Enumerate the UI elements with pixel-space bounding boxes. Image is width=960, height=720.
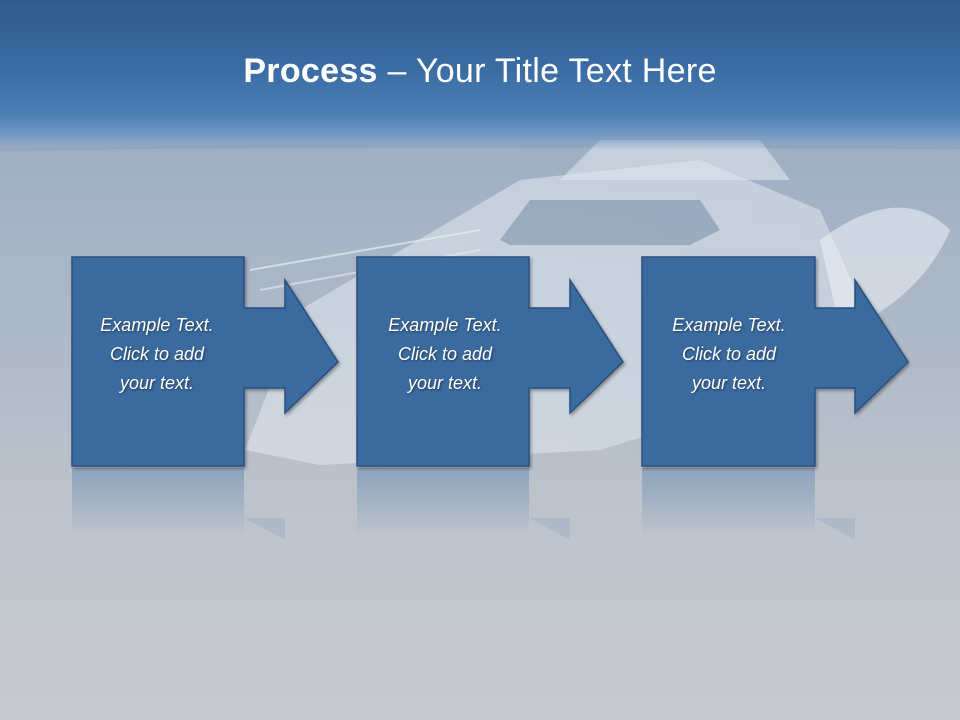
slide-title[interactable]: Process – Your Title Text Here: [0, 52, 960, 91]
step-2-reflection: [357, 468, 570, 540]
step-2-line-3: your text.: [407, 373, 483, 393]
step-3-line-2: Click to add: [681, 344, 777, 364]
step-3-line-1: Example Text.: [672, 315, 786, 335]
step-1-line-3: your text.: [119, 373, 195, 393]
step-2-shape[interactable]: [356, 256, 624, 467]
step-3-reflection: [642, 468, 855, 540]
step-2-line-1: Example Text.: [388, 315, 502, 335]
step-3-text[interactable]: Example Text. Click to add your text.: [644, 311, 814, 398]
step-2-line-2: Click to add: [397, 344, 493, 364]
title-rest: – Your Title Text Here: [377, 52, 717, 90]
step-1-shape[interactable]: [71, 256, 339, 467]
step-1-line-2: Click to add: [109, 344, 205, 364]
step-3-shape[interactable]: [641, 256, 909, 467]
step-1-reflection: [72, 468, 285, 540]
step-3-line-3: your text.: [691, 373, 767, 393]
title-band: [0, 0, 960, 150]
step-1-line-1: Example Text.: [100, 315, 214, 335]
step-2-text[interactable]: Example Text. Click to add your text.: [360, 311, 530, 398]
step-1-text[interactable]: Example Text. Click to add your text.: [72, 311, 242, 398]
title-bold: Process: [243, 52, 378, 90]
